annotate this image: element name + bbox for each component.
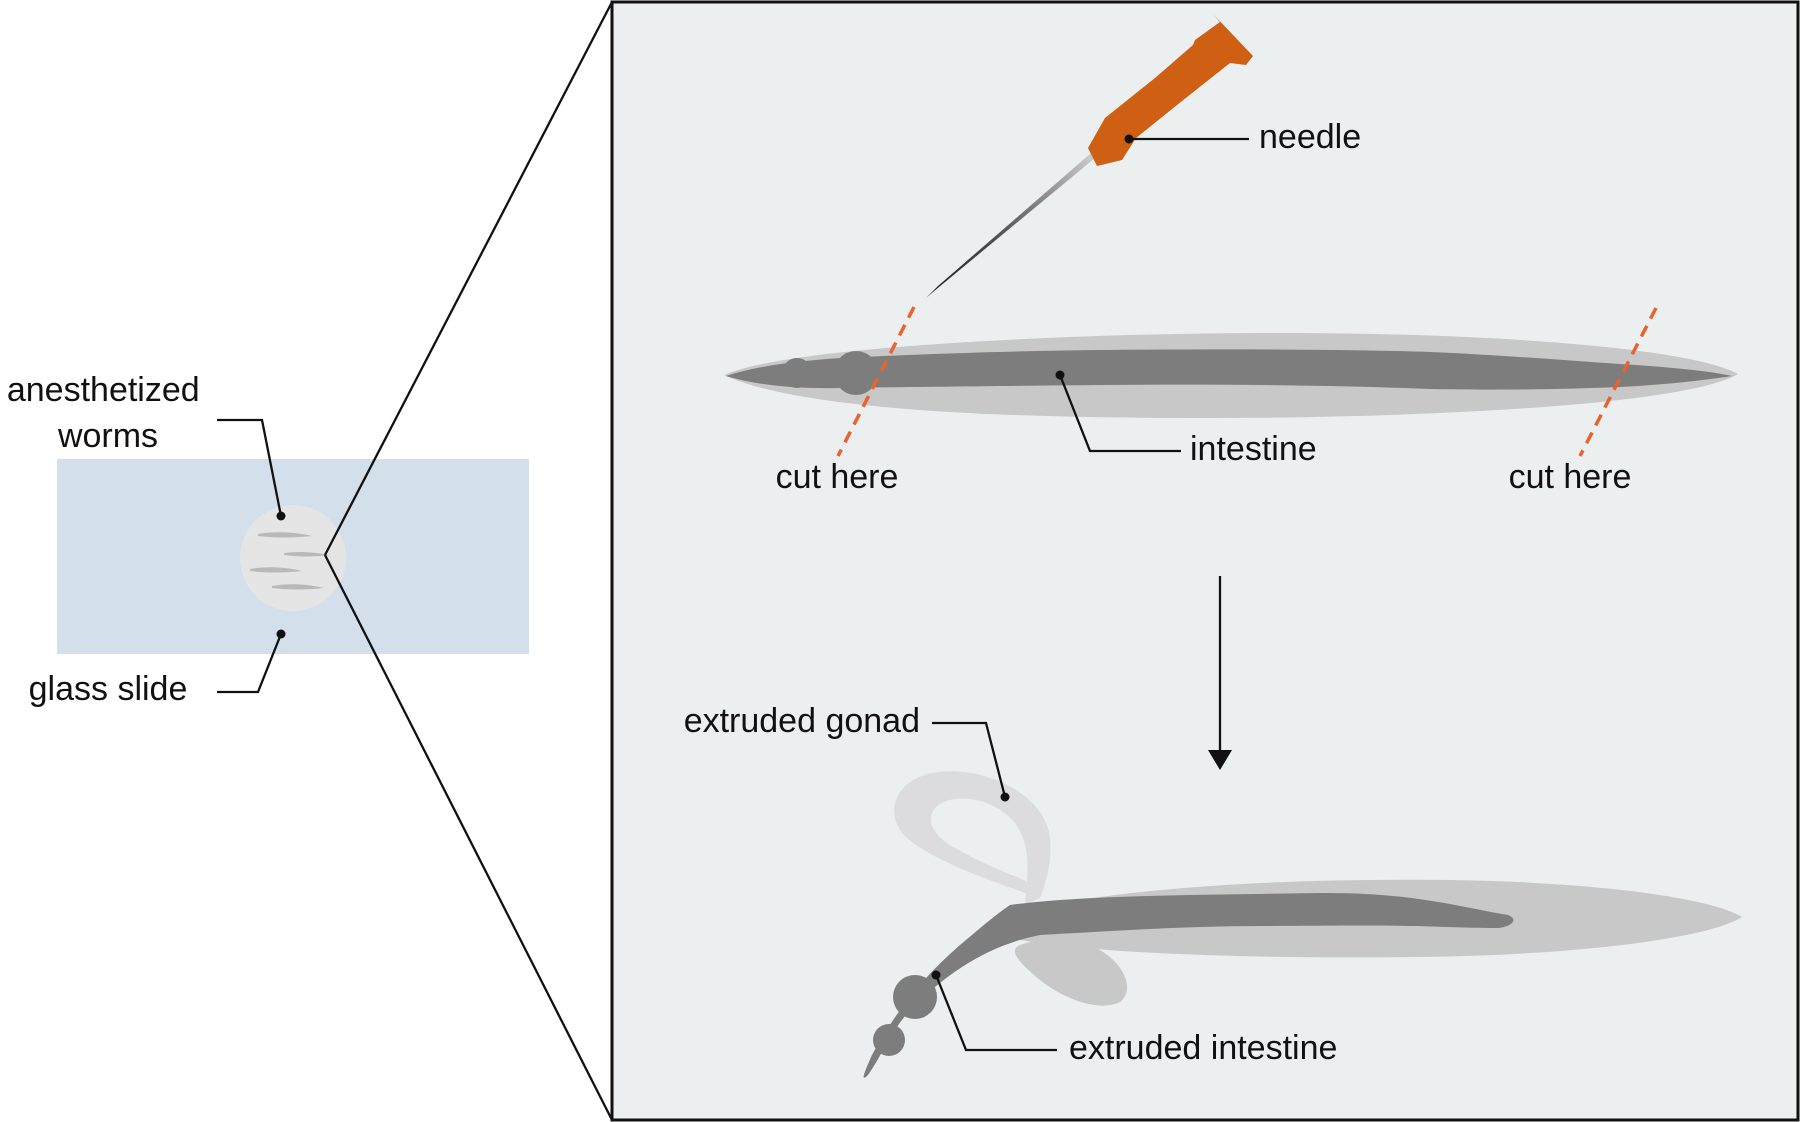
glass-slide-group <box>57 459 529 654</box>
anesthetized-worms-label: anesthetized worms <box>7 371 209 455</box>
cut-here-right-label: cut here <box>1509 458 1632 496</box>
extruded-bulb-large <box>893 975 937 1019</box>
intestine-bulb-small <box>782 358 812 388</box>
worm-lower-lobe <box>1014 939 1128 1006</box>
cut-line-right <box>1578 307 1658 457</box>
extruded-intestine-callout: extruded intestine <box>931 970 1337 1067</box>
intestine-callout: intestine <box>1055 370 1317 468</box>
anesthetized-label-line2: worms <box>57 417 158 455</box>
zoom-lines <box>323 1 614 1121</box>
glass-slide-label: glass slide <box>29 670 188 708</box>
glass-slide-callout: glass slide <box>29 629 286 708</box>
syringe-needle-icon <box>926 14 1253 298</box>
anesthetized-worms-callout: anesthetized worms <box>7 371 286 521</box>
intact-worm <box>724 332 1738 418</box>
cut-here-left-label: cut here <box>776 458 899 496</box>
intestine-bulb-large <box>834 351 878 395</box>
arrow-down-icon <box>1208 576 1232 770</box>
intestine-label: intestine <box>1190 430 1317 468</box>
intestine <box>726 349 1732 390</box>
cut-line-left <box>836 306 916 457</box>
extruded-intestine <box>863 892 1514 1078</box>
extruded-gonad-callout: extruded gonad <box>684 702 1010 802</box>
worm-droplet <box>240 505 346 611</box>
anesthetized-worms <box>250 532 330 590</box>
extruded-bulb-small <box>873 1024 905 1056</box>
needle-callout: needle <box>1124 118 1361 156</box>
extruded-gonad-label: extruded gonad <box>684 702 920 740</box>
extruded-gonad <box>894 771 1051 905</box>
needle-label: needle <box>1259 118 1361 156</box>
extruded-intestine-label: extruded intestine <box>1069 1029 1337 1067</box>
anesthetized-label-line1: anesthetized <box>7 371 200 409</box>
dissected-worm <box>863 771 1742 1078</box>
needle-hub <box>1088 14 1253 166</box>
needle-shaft <box>926 153 1095 298</box>
